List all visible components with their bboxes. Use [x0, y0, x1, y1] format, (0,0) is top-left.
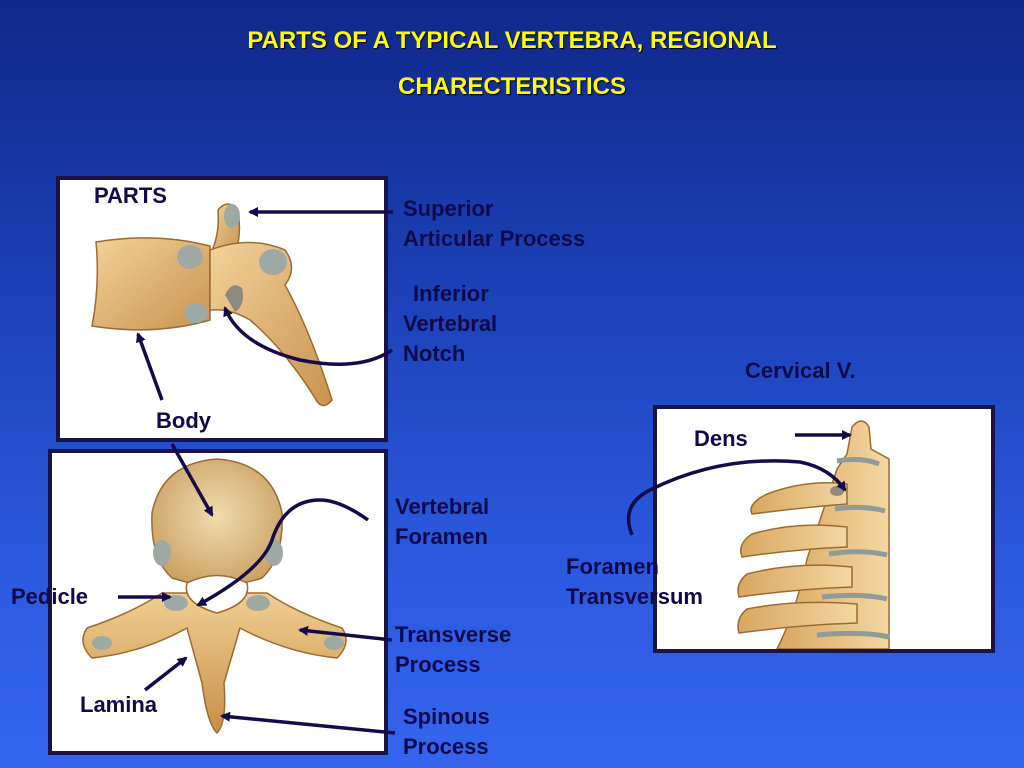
vertebral-foramen-line2: Foramen [395, 524, 488, 549]
cervical-spine-illustration [737, 420, 890, 650]
superior-articular-process-label: Superior Articular Process [403, 194, 585, 254]
transverse-line2: Process [395, 652, 481, 677]
transverse-process-arrow [298, 625, 393, 642]
spinous-process-arrow [220, 711, 396, 735]
vertebral-foramen-line1: Vertebral [395, 494, 490, 519]
inferior-vertebral-notch-label: Inferior Vertebral Notch [403, 279, 497, 369]
transverse-process-label: Transverse Process [395, 620, 511, 680]
cervical-label: Cervical V. [745, 358, 856, 383]
inferior-label-line3: Notch [403, 341, 466, 366]
spinous-process-label: Spinous Process [403, 702, 490, 762]
lamina-label: Lamina [80, 692, 158, 717]
parts-label: PARTS [94, 183, 167, 208]
foramen-transversum-arrow [626, 459, 847, 536]
superior-label-line1: Superior [403, 196, 494, 221]
superior-vertebra-illustration [82, 458, 347, 735]
pedicle-label: Pedicle [11, 584, 89, 609]
slide-title-line1: PARTS OF A TYPICAL VERTEBRA, REGIONAL [247, 27, 777, 54]
vertebral-foramen-label: Vertebral Foramen [395, 492, 489, 552]
vertebral-foramen-arrow [196, 498, 370, 607]
slide-title-line2: CHARECTERISTICS [397, 73, 626, 100]
foramen-transversum-line2: Transversum [566, 584, 703, 609]
transverse-line1: Transverse [395, 622, 512, 647]
lateral-vertebra-illustration [91, 203, 333, 407]
foramen-transversum-label: Foramen Transversum [566, 552, 703, 612]
superior-label-line2: Articular Process [403, 226, 586, 251]
inferior-notch-arrow [223, 306, 393, 366]
inferior-label-line1: Inferior [413, 281, 489, 306]
cervical-spine-panel [653, 405, 995, 653]
slide-title: PARTS OF A TYPICAL VERTEBRA, REGIONAL CH… [0, 18, 1024, 110]
dens-label: Dens [694, 426, 748, 451]
body-upper-arrow [136, 332, 164, 401]
spinous-line2: Process [403, 734, 489, 759]
body-label: Body [156, 408, 211, 433]
spinous-line1: Spinous [403, 704, 490, 729]
lamina-arrow [143, 656, 188, 692]
body-lower-arrow [170, 443, 214, 517]
foramen-transversum-line1: Foramen [566, 554, 659, 579]
inferior-label-line2: Vertebral [403, 311, 498, 336]
lateral-vertebra-panel [56, 176, 388, 442]
